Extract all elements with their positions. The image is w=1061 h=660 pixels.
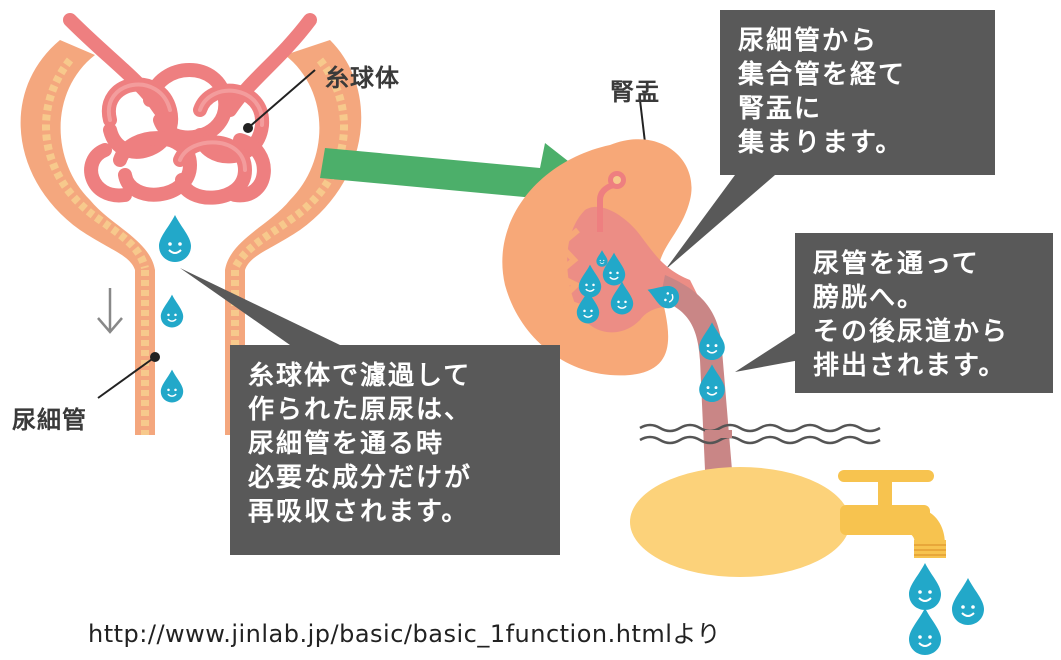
callout-line: その後尿道から <box>813 315 1035 349</box>
renal-pelvis-label: 腎盂 <box>610 72 660 107</box>
callout-line: 尿管を通って <box>813 247 1035 281</box>
renal-tubule-label: 尿細管 <box>12 400 87 435</box>
callout-pointer <box>735 330 800 372</box>
callout-line: 尿細管から <box>738 24 977 58</box>
wave-break <box>640 425 880 443</box>
glomerulus-label: 糸球体 <box>325 58 400 93</box>
callout-line: 再吸収されます。 <box>248 495 542 529</box>
callout-line: 作られた原尿は、 <box>248 393 542 427</box>
flow-down-arrow-icon <box>98 288 122 332</box>
callout-line: 糸球体で濾過して <box>248 359 542 393</box>
filtrate-drop-icon <box>161 295 183 328</box>
callout-line: 尿細管を通る時 <box>248 427 542 461</box>
callout-line: 集まります。 <box>738 126 977 160</box>
filtration-callout: 糸球体で濾過して 作られた原尿は、 尿細管を通る時 必要な成分だけが 再吸収され… <box>230 345 560 555</box>
filtrate-drop-icon <box>161 370 183 403</box>
callout-pointer <box>180 268 340 345</box>
excretion-callout: 尿管を通って 膀胱へ。 その後尿道から 排出されます。 <box>795 233 1053 393</box>
falling-drops <box>909 563 984 655</box>
callout-line: 排出されます。 <box>813 349 1035 383</box>
collecting-callout: 尿細管から 集合管を経て 腎盂に 集まります。 <box>720 10 995 175</box>
bladder <box>630 467 850 577</box>
callout-line: 必要な成分だけが <box>248 461 542 495</box>
callout-line: 腎盂に <box>738 92 977 126</box>
callout-line: 膀胱へ。 <box>813 281 1035 315</box>
glomerulus <box>70 20 310 198</box>
filtrate-drop-icon <box>159 215 191 262</box>
callout-line: 集合管を経て <box>738 58 977 92</box>
source-caption: http://www.jinlab.jp/basic/basic_1functi… <box>88 614 721 649</box>
